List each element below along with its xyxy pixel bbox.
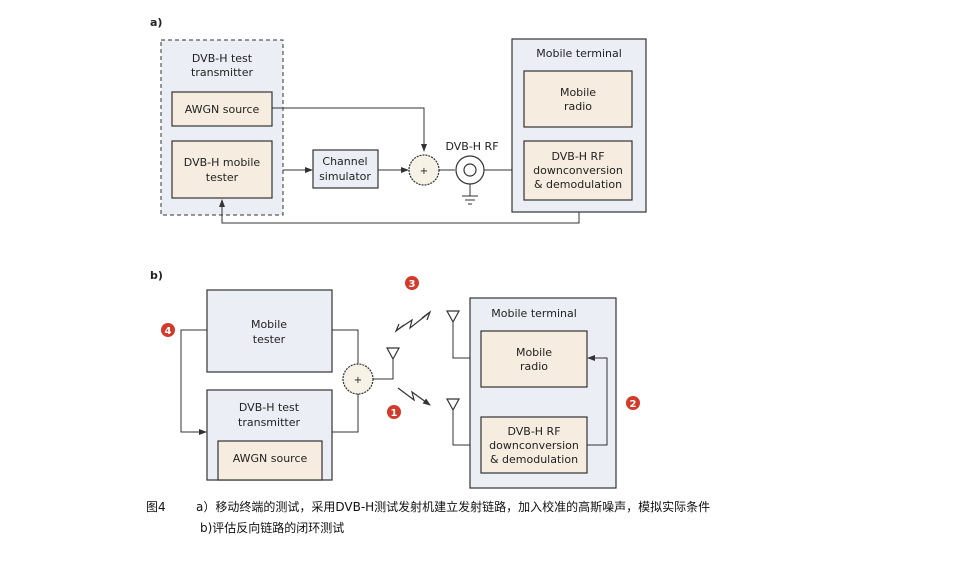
feedback-line-a: [219, 199, 580, 224]
rf-block-line3: & demodulation: [534, 178, 622, 191]
channel-simulator-line1: Channel: [322, 155, 367, 168]
internal-loop-line-2: [587, 355, 608, 446]
svg-text:3: 3: [409, 279, 416, 290]
tester-to-summer-line: [332, 329, 359, 364]
mobile-terminal-title-b: Mobile terminal: [491, 307, 577, 320]
mobile-radio-line1: Mobile: [560, 86, 596, 99]
channel-simulator-block: Channel simulator: [312, 149, 379, 189]
transmitter-block-b: DVB-H test transmitter AWGN source: [206, 389, 333, 481]
transmitter-title-line2: transmitter: [191, 66, 253, 79]
antenna-icon-tester: [385, 347, 401, 361]
mobile-tester-block-b: Mobile tester: [206, 289, 333, 373]
mobile-tester-b-line2: tester: [253, 333, 286, 346]
mobile-terminal-group-b: Mobile terminal Mobile radio DVB-H RF do…: [469, 297, 617, 489]
channel-simulator-line2: simulator: [319, 170, 371, 183]
wireless-link-1-icon: [397, 387, 431, 406]
mobile-tester-block-a: DVB-H mobile tester: [171, 140, 273, 199]
mobile-radio-b-line2: radio: [520, 360, 548, 373]
diagram-a: a) DVB-H test transmitter AWGN source DV…: [150, 16, 647, 224]
mobile-tester-line1: DVB-H mobile: [184, 156, 261, 169]
marker-2: 2: [626, 396, 640, 410]
summer-b-plus-sign: +: [354, 375, 362, 386]
marker-4: 4: [161, 323, 175, 337]
mobile-radio-b-line1: Mobile: [516, 346, 552, 359]
panel-label-a: a): [150, 16, 162, 29]
svg-text:4: 4: [165, 326, 172, 337]
transmitter-b-line1: DVB-H test: [239, 401, 300, 414]
loop-line-4: [180, 329, 207, 435]
rf-block-b-line2: downconversion: [489, 439, 579, 452]
rf-downconversion-block-a: DVB-H RF downconversion & demodulation: [523, 140, 633, 201]
awgn-source-label: AWGN source: [185, 103, 260, 116]
caption-line-b: b)评估反向链路的闭环测试: [200, 521, 345, 535]
rf-block-line2: downconversion: [533, 164, 623, 177]
wireless-link-3-icon: [394, 310, 432, 333]
awgn-to-summer-line: [272, 107, 427, 152]
summer-a: +: [408, 154, 440, 186]
awgn-source-block-b: AWGN source: [217, 440, 323, 481]
mobile-tester-line2: tester: [206, 171, 239, 184]
rf-connector-icon: [455, 155, 485, 196]
rf-block-b-line1: DVB-H RF: [507, 425, 560, 438]
summer-b: +: [342, 363, 374, 395]
transmitter-title-line1: DVB-H test: [192, 52, 253, 65]
ground-icon: [462, 195, 478, 205]
awgn-source-b-label: AWGN source: [233, 452, 308, 465]
diagram-b: b) Mobile tester DVB-H test transmitter …: [150, 269, 640, 489]
transmitter-b-line2: transmitter: [238, 416, 300, 429]
svg-text:1: 1: [391, 408, 398, 419]
rf-downconversion-block-b: DVB-H RF downconversion & demodulation: [480, 416, 588, 474]
figure-number: 图4: [146, 500, 166, 514]
mobile-radio-line2: radio: [564, 100, 592, 113]
rf-block-b-line3: & demodulation: [490, 453, 578, 466]
rf-block-line1: DVB-H RF: [551, 150, 604, 163]
mobile-terminal-group-a: Mobile terminal Mobile radio DVB-H RF do…: [511, 38, 647, 213]
awgn-source-block-a: AWGN source: [171, 91, 273, 127]
transmitter-to-summer-line: [332, 394, 359, 433]
caption-line-a: a）移动终端的测试，采用DVB-H测试发射机建立发射链路，加入校准的高斯噪声，模…: [196, 500, 711, 514]
summer-plus-sign: +: [420, 166, 428, 177]
svg-text:2: 2: [630, 399, 637, 410]
marker-1: 1: [387, 405, 401, 419]
mobile-radio-block-a: Mobile radio: [523, 70, 633, 128]
panel-label-b: b): [150, 269, 163, 282]
mobile-tester-b-line1: Mobile: [251, 318, 287, 331]
mobile-terminal-title-a: Mobile terminal: [536, 47, 622, 60]
rf-connector-label: DVB-H RF: [445, 140, 498, 153]
mobile-radio-block-b: Mobile radio: [480, 330, 588, 388]
marker-3: 3: [405, 276, 419, 290]
